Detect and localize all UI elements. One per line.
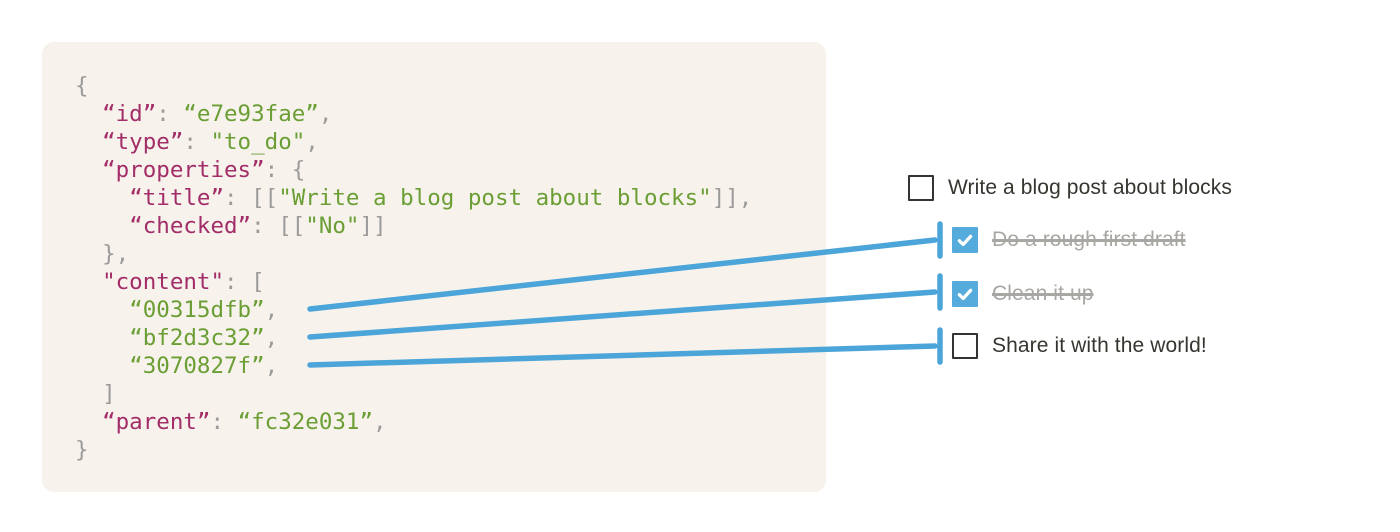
code-line: “00315dfb”,	[129, 297, 279, 323]
todo-item-label: Share it with the world!	[992, 334, 1207, 357]
code-line: ]	[75, 381, 116, 407]
todo-item: Share it with the world!	[952, 333, 1207, 359]
code-line: “3070827f”,	[129, 353, 279, 379]
checkbox-checked[interactable]	[952, 227, 978, 253]
checkbox-unchecked[interactable]	[952, 333, 978, 359]
checkmark-icon	[957, 288, 973, 301]
todo-item-label: Clean it up	[992, 282, 1094, 305]
checkbox-unchecked[interactable]	[908, 175, 934, 201]
todo-item-label: Do a rough first draft	[992, 228, 1186, 251]
todo-item: Do a rough first draft	[952, 227, 1186, 253]
json-code-block: { “id”: “e7e93fae”, “type”: "to_do", “pr…	[75, 72, 806, 464]
code-line: “id”: “e7e93fae”,	[102, 101, 333, 127]
todo-item-label: Write a blog post about blocks	[948, 176, 1232, 199]
code-line: “parent”: “fc32e031”,	[102, 409, 387, 435]
code-line: {	[75, 73, 89, 99]
code-line: }	[75, 437, 89, 463]
todo-item: Clean it up	[952, 281, 1094, 307]
code-line: },	[75, 241, 130, 267]
code-line: “checked”: [["No"]]	[129, 213, 387, 239]
code-line: “properties”: {	[102, 157, 306, 183]
code-line: “title”: [["Write a blog post about bloc…	[129, 185, 753, 211]
json-code-card: { “id”: “e7e93fae”, “type”: "to_do", “pr…	[42, 42, 826, 492]
code-line: “type”: "to_do",	[102, 129, 319, 155]
checkbox-checked[interactable]	[952, 281, 978, 307]
code-line: “bf2d3c32”,	[129, 325, 279, 351]
code-line: "content": [	[102, 269, 265, 295]
todo-item: Write a blog post about blocks	[908, 175, 1232, 201]
checkmark-icon	[957, 234, 973, 247]
